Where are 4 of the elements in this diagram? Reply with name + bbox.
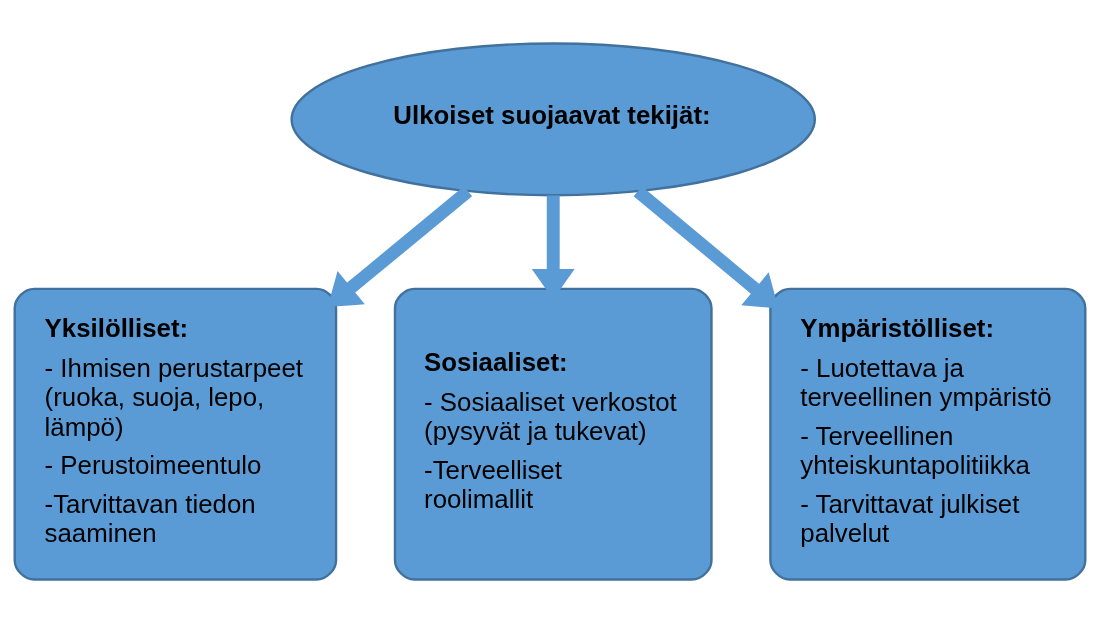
node-box: Ympäristölliset: - Luotettava ja terveellinen ympäristö - Terveellinen yhteiskuntapolitiikka - Tarvittavat julkiset palvelut [769, 287, 1087, 581]
node-box: Sosiaaliset: - Sosiaaliset verkostot (pysyvät ja tukevat) -Terveelliset roolimallit [393, 287, 713, 581]
node-box: Yksilölliset: - Ihmisen perustarpeet (ruoka, suoja, lepo, lämpö) - Perustoimeentulo -Tarvittavan tiedon saaminen [13, 287, 338, 581]
node-ellipse: Ulkoiset suojaavat tekijät: [290, 41, 816, 196]
